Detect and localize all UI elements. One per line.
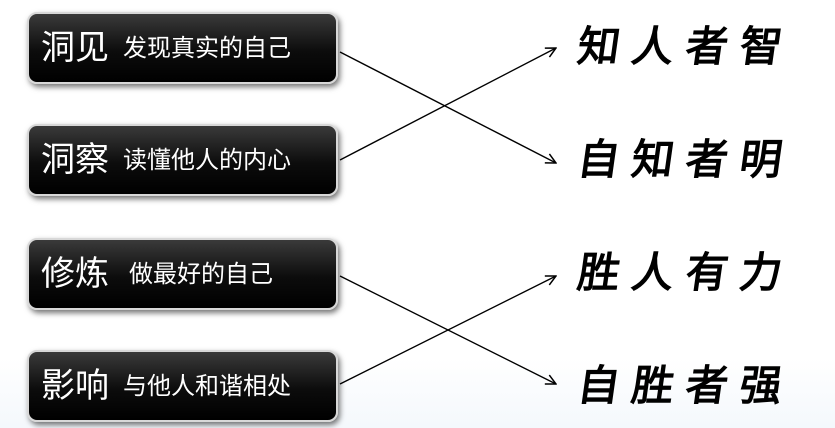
connector-2-to-1 (339, 48, 556, 161)
left-box-3: 修炼 做最好的自己 (27, 238, 338, 310)
left-box-subtitle: 读懂他人的内心 (123, 146, 291, 174)
left-box-title: 修炼 (41, 254, 109, 294)
left-box-1: 洞见 发现真实的自己 (27, 12, 338, 84)
left-box-title: 洞察 (41, 140, 109, 180)
left-box-title: 洞见 (41, 28, 109, 68)
left-box-2: 洞察 读懂他人的内心 (27, 124, 338, 196)
connector-4-to-3 (339, 276, 556, 385)
left-box-subtitle: 做最好的自己 (129, 260, 273, 288)
connector-1-to-2 (339, 51, 556, 163)
left-box-4: 影响 与他人和谐相处 (27, 350, 338, 422)
left-box-subtitle: 发现真实的自己 (123, 34, 291, 62)
left-box-title: 影响 (41, 366, 109, 406)
left-box-subtitle: 与他人和谐相处 (123, 372, 291, 400)
